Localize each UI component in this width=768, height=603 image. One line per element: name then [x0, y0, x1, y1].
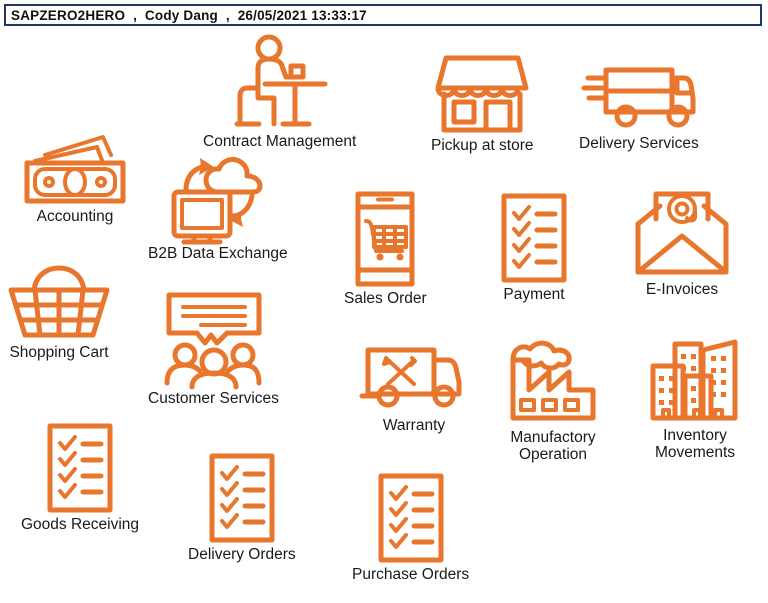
tile-customer-services[interactable]: Customer Services: [148, 291, 279, 407]
banknotes-icon: [24, 135, 126, 204]
tile-label: Sales Order: [344, 290, 427, 307]
people-chat-icon: [164, 292, 262, 390]
tile-label: Shopping Cart: [9, 344, 109, 361]
cloud-monitor-sync-icon: [171, 156, 263, 245]
status-header-bar: SAPZERO2HERO , Cody Dang , 26/05/2021 13…: [4, 4, 762, 26]
tile-label: Purchase Orders: [352, 566, 470, 583]
tile-shopping-cart[interactable]: Shopping Cart: [7, 265, 111, 361]
tile-label: Warranty: [382, 417, 446, 434]
factory-icon: [510, 340, 596, 421]
tile-delivery-services[interactable]: Delivery Services: [579, 60, 699, 152]
tile-delivery-orders[interactable]: Delivery Orders: [188, 453, 296, 563]
tile-label: Goods Receiving: [21, 516, 140, 533]
tile-label: Contract Management: [203, 133, 357, 150]
storefront-icon: [434, 50, 530, 134]
truck-tools-icon: [359, 347, 462, 408]
tile-label: Pickup at store: [431, 137, 534, 154]
tile-purchase-orders[interactable]: Purchase Orders: [352, 473, 469, 583]
tile-e-invoices[interactable]: E-Invoices: [634, 186, 730, 298]
checklist-icon: [47, 423, 113, 513]
tile-label: Inventory Movements: [654, 427, 736, 462]
tile-b2b-data-exchange[interactable]: B2B Data Exchange: [148, 156, 288, 262]
tile-goods-receiving[interactable]: Goods Receiving: [21, 423, 139, 533]
tile-label: Delivery Services: [579, 135, 699, 152]
tile-label: E-Invoices: [645, 281, 719, 298]
delivery-truck-icon: [581, 67, 696, 128]
checklist-icon: [209, 453, 275, 543]
tile-manufactory-operation[interactable]: Manufactory Operation: [507, 340, 599, 464]
tile-payment[interactable]: Payment: [500, 193, 568, 303]
tile-accounting[interactable]: Accounting: [23, 133, 127, 225]
envelope-at-icon: [635, 191, 729, 275]
basket-icon: [8, 265, 110, 338]
person-at-desk-icon: [225, 32, 335, 130]
mobile-cart-icon: [355, 191, 415, 287]
checklist-icon: [378, 473, 444, 563]
tile-label: Payment: [503, 286, 565, 303]
header-text: SAPZERO2HERO , Cody Dang , 26/05/2021 13…: [11, 7, 367, 23]
tile-pickup-at-store[interactable]: Pickup at store: [431, 50, 534, 154]
tile-label: B2B Data Exchange: [148, 245, 288, 262]
tile-label: Accounting: [36, 208, 114, 225]
tile-sales-order[interactable]: Sales Order: [344, 191, 427, 307]
tile-label: Delivery Orders: [188, 546, 296, 563]
tile-warranty[interactable]: Warranty: [359, 342, 466, 434]
tile-label: Customer Services: [148, 390, 279, 407]
tile-contract-management[interactable]: Contract Management: [203, 32, 356, 150]
buildings-icon: [650, 339, 738, 421]
checklist-icon: [501, 193, 567, 283]
tile-inventory-movements[interactable]: Inventory Movements: [649, 336, 741, 462]
app-tile-grid: Contract Management Pickup at store: [0, 30, 768, 603]
tile-label: Manufactory Operation: [510, 429, 596, 464]
